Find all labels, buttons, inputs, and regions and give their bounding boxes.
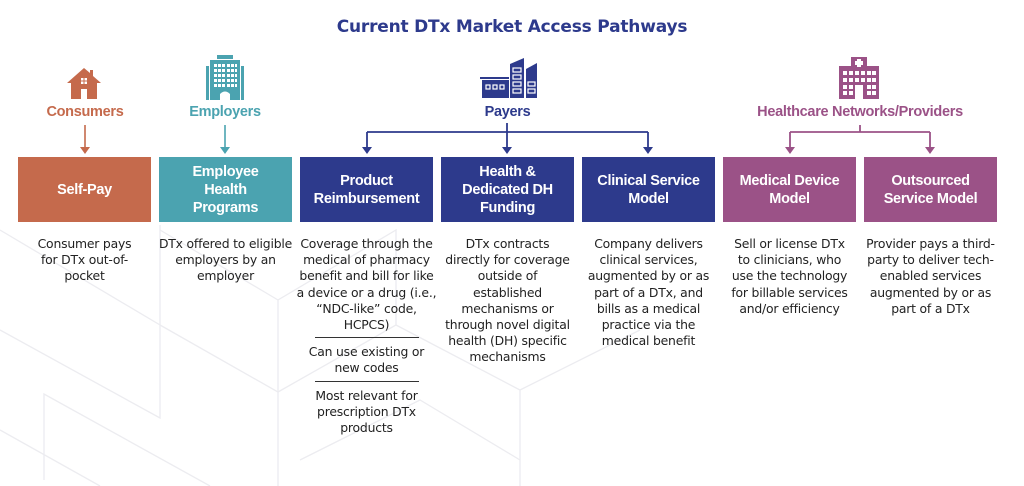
pathway-box-clinical-service-model: Clinical Service Model	[582, 157, 715, 222]
pathway-box-self-pay: Self-Pay	[18, 157, 151, 222]
arrows-payers	[362, 123, 653, 154]
page-title: Current DTx Market Access Pathways	[336, 17, 688, 37]
arrows-providers	[785, 125, 935, 154]
description-text: DTx offered to eligible employers by an …	[158, 236, 293, 284]
pathway-label: Medical Device Model	[739, 172, 840, 207]
pathway-description-employee-health-programs: DTx offered to eligible employers by an …	[155, 236, 296, 285]
factory-buildings-icon	[480, 58, 537, 98]
hospital-icon	[839, 57, 879, 99]
arrow-employers	[220, 125, 230, 154]
category-label-providers: Healthcare Networks/Providers	[757, 104, 963, 120]
pathway-description-medical-device-model: Sell or license DTx to clinicians, who u…	[719, 236, 860, 317]
pathway-box-employee-health-programs: Employee Health Programs	[159, 157, 292, 222]
description-text: Can use existing or new codes	[308, 344, 425, 376]
pathway-description-health-dh-funding: DTx contracts directly for coverage outs…	[437, 236, 578, 366]
pathway-label: Product Reimbursement	[313, 172, 420, 207]
pathway-label: Outsourced Service Model	[883, 172, 978, 207]
description-text: Sell or license DTx to clinicians, who u…	[731, 236, 848, 316]
pathway-label: Self-Pay	[57, 181, 112, 198]
pathway-description-self-pay: Consumer pays for DTx out-of-pocket	[14, 236, 155, 285]
divider	[314, 337, 419, 339]
description-text: Provider pays a third-party to deliver t…	[866, 236, 995, 316]
office-building-icon	[206, 55, 244, 100]
divider	[314, 380, 419, 382]
arrow-consumers	[80, 125, 90, 154]
pathway-box-medical-device-model: Medical Device Model	[723, 157, 856, 222]
pathway-description-outsourced-service-model: Provider pays a third-party to deliver t…	[860, 236, 1001, 317]
description-text: Consumer pays for DTx out-of-pocket	[37, 236, 132, 284]
pathway-box-outsourced-service-model: Outsourced Service Model	[864, 157, 997, 222]
pathway-label: Clinical Service Model	[597, 172, 700, 207]
category-label-consumers: Consumers	[46, 104, 124, 120]
pathway-description-product-reimbursement: Coverage through the medical of pharmacy…	[296, 236, 437, 436]
category-label-payers: Payers	[484, 104, 531, 120]
pathway-box-health-dh-funding: Health & Dedicated DH Funding	[441, 157, 574, 222]
description-text: DTx contracts directly for coverage outs…	[445, 236, 570, 365]
description-text: Coverage through the medical of pharmacy…	[296, 236, 437, 333]
pathway-description-clinical-service-model: Company delivers clinical services, augm…	[578, 236, 719, 349]
pathway-label: Employee Health Programs	[192, 163, 259, 216]
pathway-label: Health & Dedicated DH Funding	[462, 163, 553, 216]
description-text: Company delivers clinical services, augm…	[587, 236, 710, 349]
description-text: Most relevant for prescription DTx produ…	[315, 387, 418, 436]
pathway-box-product-reimbursement: Product Reimbursement	[300, 157, 433, 222]
house-icon	[67, 68, 101, 99]
category-label-employers: Employers	[189, 104, 261, 120]
